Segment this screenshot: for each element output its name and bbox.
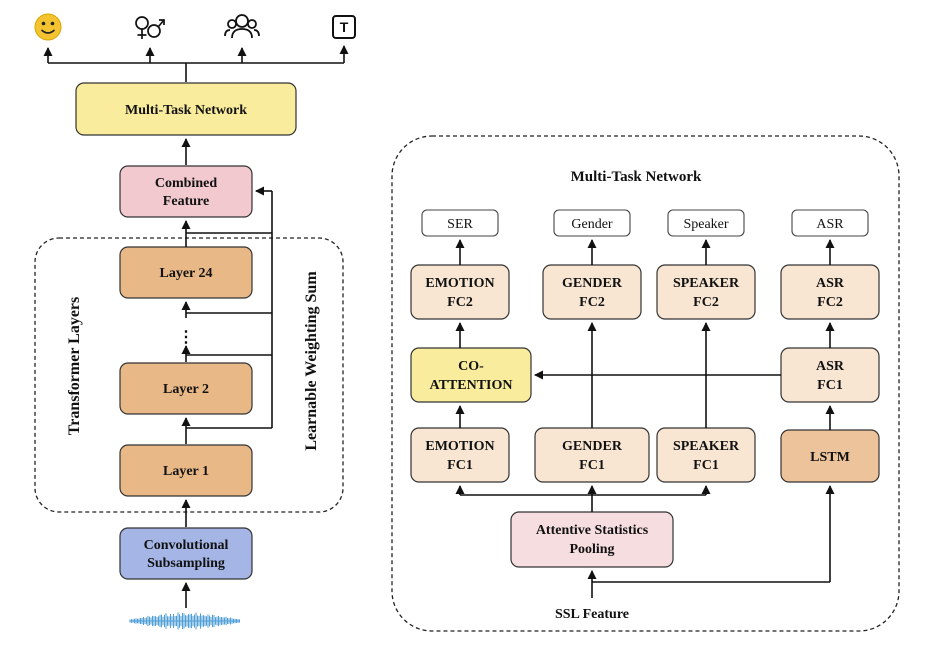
pooling-line1: Attentive Statistics: [536, 523, 649, 538]
layer-24-box: Layer 24: [119, 246, 253, 299]
fc1-upward-arrows: [455, 322, 835, 430]
asr-fc2-box: ASR FC2: [780, 264, 880, 320]
multi-task-network-title: Multi-Task Network: [571, 169, 702, 185]
pooling-line2: Pooling: [569, 542, 614, 557]
fc2-to-output-arrows: [455, 239, 835, 265]
layer-1-box: Layer 1: [119, 444, 253, 497]
asr-fc2-line2: FC2: [817, 295, 843, 310]
combined-feature-box: Combined Feature: [119, 165, 253, 218]
output-gender-box: Gender: [553, 209, 631, 237]
co-attention-line1: CO-: [458, 359, 484, 374]
speaker-fc1-box: SPEAKER FC1: [656, 427, 756, 483]
conv-subsampling-line1: Convolutional: [144, 538, 229, 553]
lstm-label: LSTM: [810, 450, 850, 465]
co-attention-line2: ATTENTION: [430, 378, 513, 393]
gender-fc1-line1: GENDER: [562, 439, 623, 454]
output-ser-box: SER: [421, 209, 499, 237]
speaker-fc2-line2: FC2: [693, 295, 719, 310]
lstm-box: LSTM: [780, 429, 880, 483]
smiley-face-icon: [34, 13, 62, 41]
output-speaker-box: Speaker: [667, 209, 745, 237]
speaker-fc2-box: SPEAKER FC2: [656, 264, 756, 320]
gender-fc1-line2: FC1: [579, 458, 605, 473]
emotion-fc2-line2: FC2: [447, 295, 473, 310]
text-box-icon: T: [332, 15, 356, 39]
conv-subsampling-line2: Subsampling: [147, 556, 225, 571]
people-group-icon: [224, 14, 260, 39]
multi-task-network-label: Multi-Task Network: [125, 103, 247, 118]
asr-fc1-line2: FC1: [817, 378, 843, 393]
layer-ellipsis: ⋮: [178, 329, 194, 346]
speaker-fc2-line1: SPEAKER: [673, 276, 740, 291]
ssl-feature-input-arrows: [587, 485, 835, 598]
emotion-fc2-box: EMOTION FC2: [410, 264, 510, 320]
output-fanout-arrows: [43, 45, 349, 82]
layer-2-label: Layer 2: [163, 382, 209, 397]
pooling-to-fc1-arrows: [455, 485, 711, 512]
multi-task-network-region: [391, 135, 900, 632]
speaker-fc1-line1: SPEAKER: [673, 439, 740, 454]
attentive-statistics-pooling-box: Attentive Statistics Pooling: [510, 511, 674, 568]
layer-24-label: Layer 24: [159, 266, 212, 281]
layer-1-label: Layer 1: [163, 464, 209, 479]
emotion-fc2-line1: EMOTION: [425, 276, 494, 291]
emotion-fc1-line1: EMOTION: [425, 439, 494, 454]
text-icon-letter: T: [340, 19, 349, 35]
output-gender-label: Gender: [571, 217, 613, 232]
gender-fc2-line1: GENDER: [562, 276, 623, 291]
ssl-feature-label: SSL Feature: [555, 607, 629, 622]
co-attention-box: CO- ATTENTION: [410, 347, 532, 403]
weighting-sum-lines: [186, 186, 273, 429]
asr-fc1-box: ASR FC1: [780, 347, 880, 403]
transformer-layers-label: Transformer Layers: [66, 297, 83, 435]
gender-fc2-box: GENDER FC2: [542, 264, 642, 320]
learnable-weighting-sum-label: Learnable Weighting Sum: [303, 271, 320, 451]
output-asr-label: ASR: [816, 217, 844, 232]
asr-fc1-line1: ASR: [816, 359, 845, 374]
gender-fc2-line2: FC2: [579, 295, 605, 310]
emotion-fc1-box: EMOTION FC1: [410, 427, 510, 483]
combined-feature-line1: Combined: [155, 176, 217, 191]
asr-fc2-line1: ASR: [816, 276, 845, 291]
multi-task-network-box: Multi-Task Network: [75, 82, 297, 136]
emotion-fc1-line2: FC1: [447, 458, 473, 473]
audio-waveform-icon: [129, 612, 240, 630]
transformer-layers-region: [34, 237, 344, 513]
gender-fc1-box: GENDER FC1: [534, 427, 650, 483]
speaker-fc1-line2: FC1: [693, 458, 719, 473]
gender-symbols-icon: [135, 16, 165, 39]
output-ser-label: SER: [447, 217, 473, 232]
combined-feature-line2: Feature: [163, 194, 209, 209]
layer-2-box: Layer 2: [119, 362, 253, 415]
output-asr-box: ASR: [791, 209, 869, 237]
output-speaker-label: Speaker: [683, 217, 728, 232]
convolutional-subsampling-box: Convolutional Subsampling: [119, 527, 253, 580]
